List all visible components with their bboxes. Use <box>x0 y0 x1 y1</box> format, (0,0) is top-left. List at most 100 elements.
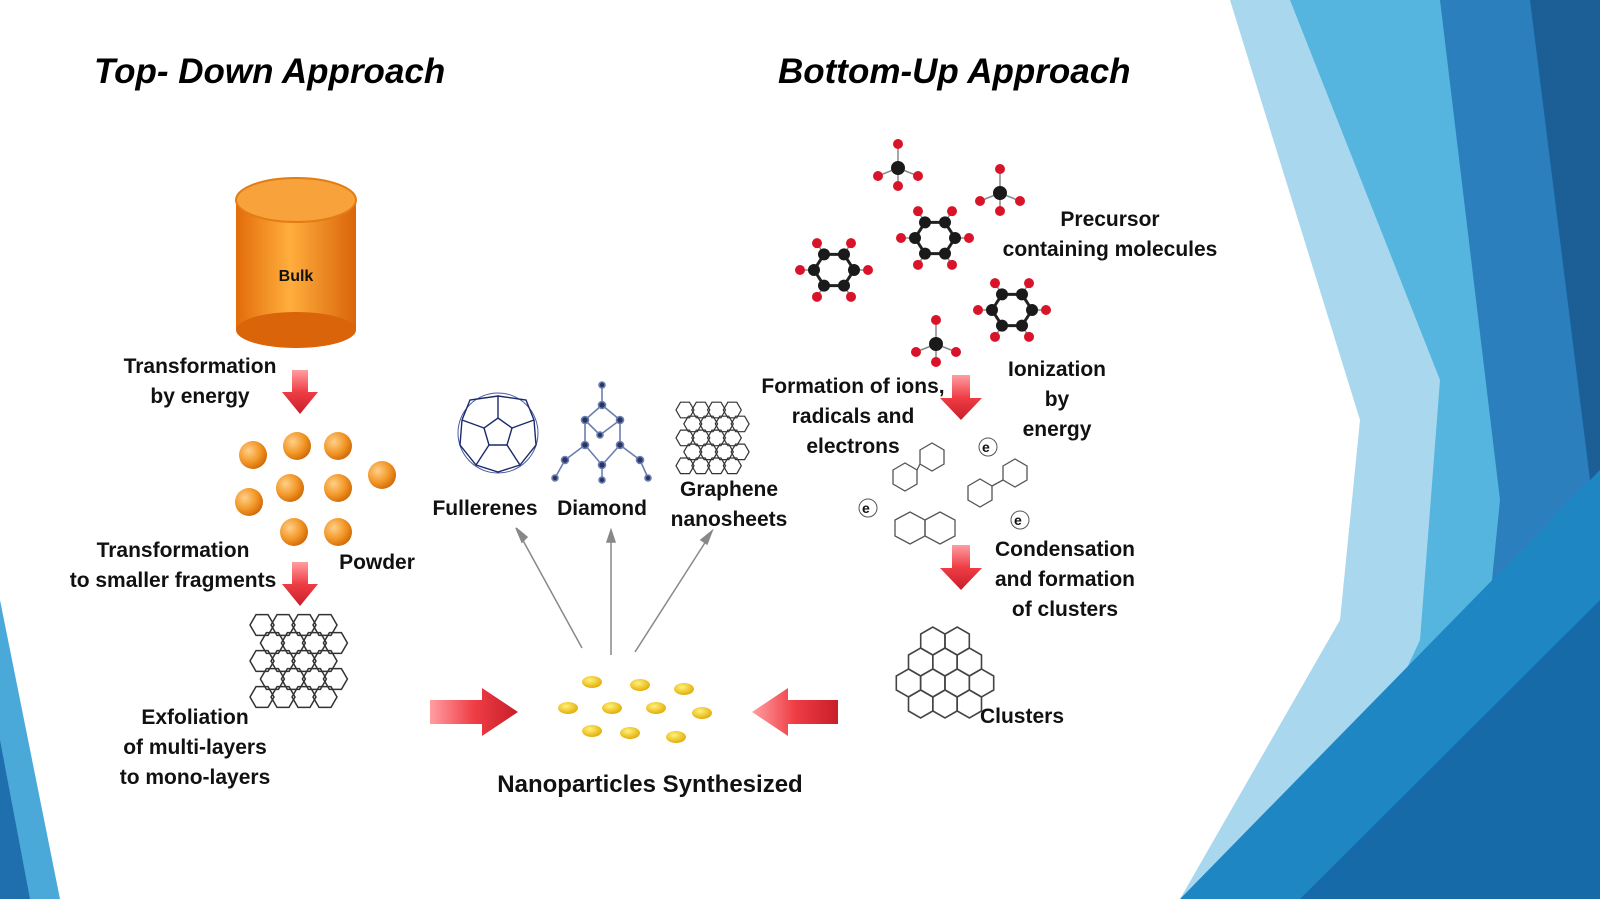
label-condensation: Condensation and formation of clusters <box>995 538 1135 621</box>
oxygen-atom <box>893 139 903 149</box>
graphene-ring <box>270 613 296 637</box>
label-fullerenes: Fullerenes <box>432 497 538 520</box>
carbon-atom <box>909 232 921 244</box>
ring-molecule <box>896 206 974 270</box>
carbon-atom <box>929 337 943 351</box>
arrow-smaller-fragments <box>282 562 318 606</box>
carbon-atom <box>848 264 860 276</box>
oxygen-atom <box>846 291 856 302</box>
oxygen-atom <box>893 181 903 191</box>
nanosheet-ring <box>706 401 727 419</box>
carbon-atom <box>891 161 905 175</box>
oxygen-atom <box>1024 278 1034 289</box>
graphene-ring <box>291 685 317 709</box>
label-smaller-fragments: Transformation to smaller fragments <box>69 539 277 592</box>
nanoparticle <box>630 679 650 691</box>
cluster-ring <box>956 689 983 719</box>
arrow-condensation <box>940 545 982 590</box>
carbon-atom <box>808 264 820 276</box>
label-nanoparticles-synthesized: Nanoparticles Synthesized <box>497 771 803 798</box>
graphene-ring <box>301 631 328 655</box>
carbon-atom <box>1016 319 1028 332</box>
nanoparticle <box>602 702 622 714</box>
oxygen-atom <box>995 206 1005 216</box>
nanosheet-ring <box>722 457 742 475</box>
electron-symbols <box>858 437 1030 530</box>
multilayer-graphene <box>249 613 349 709</box>
powder-ball <box>324 518 352 546</box>
carbon-atom <box>939 247 951 260</box>
nanosheet-ring <box>714 443 734 461</box>
oxygen-atom <box>795 265 805 275</box>
carbon-atom <box>939 216 951 229</box>
powder-ball <box>324 474 352 502</box>
graphene-ring <box>322 667 349 691</box>
nanoparticle <box>620 727 640 739</box>
small-molecule <box>975 164 1025 216</box>
oxygen-atom <box>913 171 923 181</box>
oxygen-atom <box>873 171 883 181</box>
label-transformation-energy: Transformation by energy <box>123 355 277 408</box>
carbon-atom <box>949 232 961 244</box>
nanosheet-ring <box>714 415 734 433</box>
oxygen-atom <box>973 305 983 315</box>
electron-symbol: e <box>862 500 870 516</box>
oxygen-atom <box>995 164 1005 174</box>
title-top-down: Top- Down Approach <box>94 52 446 91</box>
carbon-atom <box>986 304 998 316</box>
nanosheet-ring <box>730 415 750 433</box>
oxygen-atom <box>1041 305 1051 315</box>
oxygen-atom <box>911 347 921 357</box>
cluster-model <box>895 626 995 719</box>
graphene-ring <box>259 667 286 691</box>
nanoparticle <box>582 676 602 688</box>
cluster-ring <box>919 626 946 656</box>
powder-ball <box>280 518 308 546</box>
carbon-atom <box>1026 304 1038 316</box>
carbon-atom <box>818 248 830 261</box>
nanoparticle <box>646 702 666 714</box>
small-molecule <box>911 315 961 367</box>
graphene-ring <box>270 685 296 709</box>
graphene-ring <box>249 613 275 637</box>
oxygen-atom <box>896 233 906 243</box>
nanosheet-ring <box>691 429 711 447</box>
powder-ball <box>368 461 396 489</box>
nanosheet-ring <box>675 457 695 475</box>
graphene-ring <box>312 685 338 709</box>
carbon-atom <box>996 288 1008 301</box>
nanosheet-ring <box>691 401 711 419</box>
graphene-ring <box>259 631 286 655</box>
carbon-atom <box>919 216 931 229</box>
oxygen-atom <box>931 315 941 325</box>
oxygen-atom <box>812 291 822 302</box>
label-diamond: Diamond <box>557 497 647 520</box>
nanosheet-ring <box>706 429 727 447</box>
ions-radicals-electrons <box>892 442 1028 545</box>
bulk-cylinder <box>235 177 357 348</box>
oxygen-atom <box>812 238 822 249</box>
graphene-ring <box>291 649 317 673</box>
nanosheet-ring <box>691 457 711 475</box>
label-exfoliation: Exfoliation of multi-layers to mono-laye… <box>119 706 271 789</box>
nanoparticle <box>692 707 712 719</box>
carbon-atom <box>838 248 850 261</box>
label-ionization: Ionization by energy <box>1008 358 1106 441</box>
bulk-label: Bulk <box>278 268 314 285</box>
graphene-ring <box>301 667 328 691</box>
cluster-ring <box>944 626 971 656</box>
nanosheet-ring <box>683 415 703 433</box>
nanoparticle <box>582 725 602 737</box>
graphene-ring <box>291 613 317 637</box>
precursor-molecules <box>795 139 1051 367</box>
powder-ball <box>235 488 263 516</box>
arrow-right-to-nanoparticles <box>430 688 518 736</box>
electron-symbol: e <box>982 439 990 455</box>
graphene-ring <box>312 649 338 673</box>
graphene-ring <box>249 649 275 673</box>
oxygen-atom <box>975 196 985 206</box>
label-graphene-nanosheets: Graphene nanosheets <box>670 478 788 531</box>
nanosheet-ring <box>675 401 695 419</box>
title-bottom-up: Bottom-Up Approach <box>778 52 1131 91</box>
